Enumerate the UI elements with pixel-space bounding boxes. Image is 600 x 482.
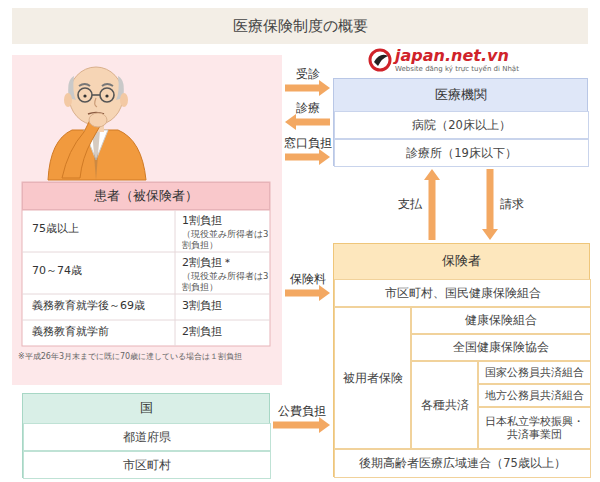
- node-text: 国家公務員共済組合: [479, 362, 590, 383]
- node-text: 後期高齢者医療広域連合（75歳以上）: [335, 450, 590, 477]
- insurer-row: 地方公務員共済組合: [478, 384, 591, 407]
- node-text: 都道府県: [24, 424, 270, 450]
- insurer-row: 市区町村、国民健康保険組合: [334, 279, 591, 307]
- node-text: 国: [23, 394, 269, 423]
- table-cell: 2割負担: [182, 325, 268, 339]
- arrow-label: 請求: [500, 197, 524, 211]
- table-note: （現役並み所得者は3割負担）: [182, 229, 270, 250]
- node-text: 医療機関: [334, 79, 587, 111]
- flow-arrow: [285, 114, 330, 130]
- insurer-group-cell: 各種共済: [411, 361, 478, 449]
- node-text: 診療所（19床以下）: [335, 140, 588, 166]
- table-cell: 3割負担: [182, 299, 268, 313]
- node-text: 各種共済: [412, 362, 477, 448]
- state-row: 都道府県: [23, 423, 271, 451]
- table-cell: 2割負担＊: [182, 256, 268, 270]
- arrow-label: 支払: [398, 197, 422, 211]
- node-text: 被用者保険: [335, 308, 410, 448]
- node-text: 健康保険組合: [412, 308, 590, 333]
- insurer-row: 国家公務員共済組合: [478, 361, 591, 384]
- arrow-label: 受診: [296, 67, 320, 81]
- watermark-logo: [370, 50, 390, 70]
- arrow-label: 窓口負担: [284, 136, 332, 150]
- state-row: 市区町村: [23, 451, 271, 479]
- table-cell: 75歳以上: [32, 222, 172, 236]
- table-note: （現役並み所得者は3割負担）: [182, 271, 270, 292]
- insurer-row: 全国健康保険協会: [411, 334, 591, 361]
- node-text: 保険者: [334, 244, 589, 279]
- node-text: 市区町村、国民健康保険組合: [335, 280, 590, 306]
- node-text: 病院（20床以上）: [335, 112, 588, 138]
- insurer-row: 日本私立学校振興・共済事業団: [478, 407, 591, 449]
- arrow-label: 公費負担: [278, 404, 326, 418]
- node-text: 日本私立学校振興・共済事業団: [479, 408, 590, 448]
- table-cell: 義務教育就学後～69歳: [32, 299, 172, 313]
- flow-arrow: [285, 285, 330, 301]
- watermark-subtitle: Website đăng ký trực tuyến đi Nhật: [395, 65, 585, 74]
- institution-row: 病院（20床以上）: [334, 111, 589, 139]
- insurer-row: 後期高齢者医療広域連合（75歳以上）: [334, 449, 591, 478]
- table-cell: 70～74歳: [32, 264, 172, 278]
- insurer-row: 健康保険組合: [411, 307, 591, 334]
- elderly-man: [48, 67, 146, 180]
- node-text: 地方公務員共済組合: [479, 385, 590, 406]
- insurer-box: 保険者市区町村、国民健康保険組合被用者保険健康保険組合全国健康保険協会各種共済国…: [333, 243, 590, 477]
- flow-arrow: [482, 169, 498, 240]
- page-title: 医療保険制度の概要: [12, 8, 588, 44]
- watermark: japan.net.vn: [395, 46, 585, 66]
- table-cell: 1割負担: [182, 214, 268, 228]
- flow-arrow: [273, 417, 330, 433]
- node-text: 市区町村: [24, 452, 270, 478]
- flow-arrow: [285, 80, 330, 96]
- node-text: 全国健康保険協会: [412, 335, 590, 360]
- patient-panel-ground: [12, 55, 282, 385]
- flow-arrow: [285, 149, 330, 165]
- table-cell: 義務教育就学前: [32, 325, 172, 339]
- node-text: 患者（被保険者）: [22, 182, 270, 210]
- state-box: 国都道府県市区町村: [22, 393, 270, 478]
- flow-arrow: [424, 169, 440, 240]
- patient-table-grid: [22, 182, 270, 346]
- footnote: ※平成26年3月末までに既に70歳に達している場合は１割負担: [18, 352, 280, 362]
- institution-box: 医療機関病院（20床以上）診療所（19床以下）: [333, 78, 588, 166]
- insurer-group-cell: 被用者保険: [334, 307, 411, 449]
- institution-row: 診療所（19床以下）: [334, 139, 589, 167]
- arrow-label: 診療: [296, 101, 320, 115]
- arrow-label: 保険料: [290, 272, 326, 286]
